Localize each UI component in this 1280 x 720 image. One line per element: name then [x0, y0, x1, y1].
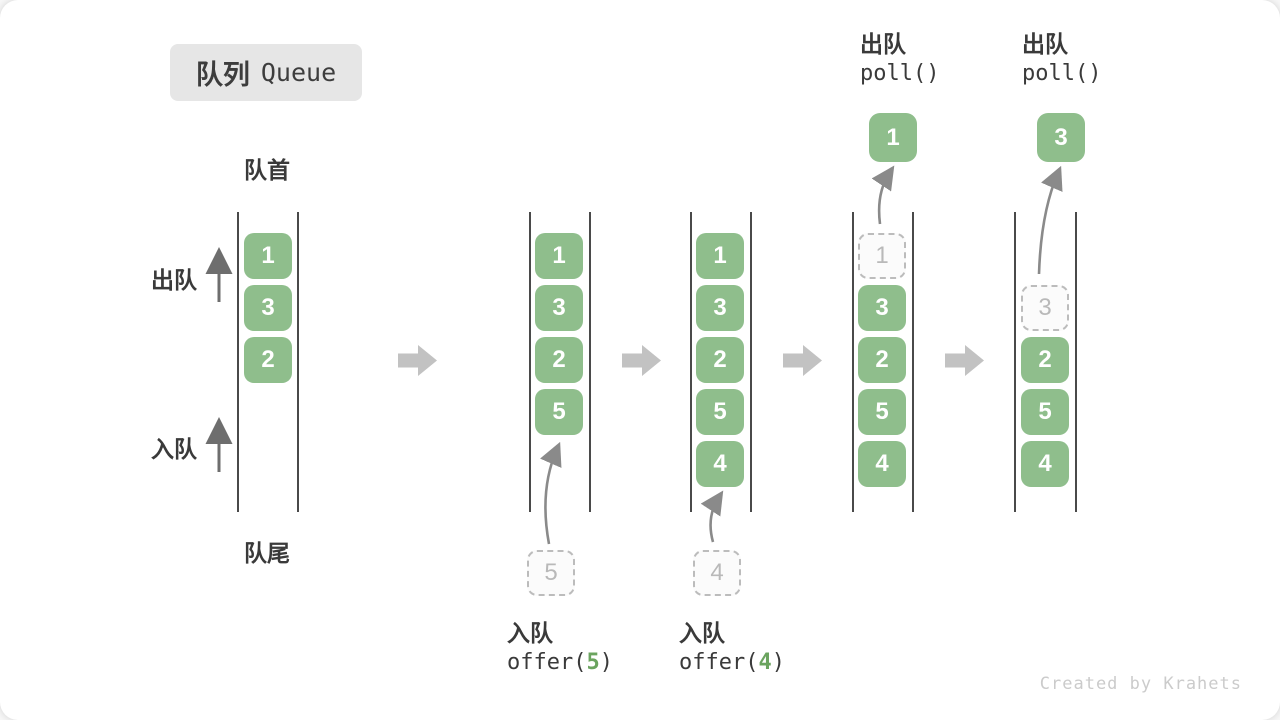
- offer5-code-label: offer(5): [507, 646, 613, 679]
- queue-cell: 3: [535, 285, 583, 331]
- poll3-code-label: poll(): [1022, 61, 1102, 86]
- queue-cell: 1: [696, 233, 744, 279]
- queue5-right-wall: [1075, 212, 1077, 512]
- polled-value: 3: [1037, 113, 1085, 162]
- offer4-operation-label: 入队 offer(4): [679, 620, 785, 679]
- cell-value: 1: [886, 123, 900, 151]
- queue-cell: 2: [1021, 337, 1069, 383]
- pending-enqueue-value: 5: [527, 550, 575, 596]
- queue-cell-removed: 1: [858, 233, 906, 279]
- poll1-zh-label: 出队: [860, 31, 906, 57]
- polled-value: 1: [869, 113, 917, 162]
- cell-value: 4: [713, 450, 727, 477]
- queue-cell: 5: [696, 389, 744, 435]
- enqueue-side-label: 入队: [151, 436, 197, 462]
- pending-enqueue-value: 4: [693, 550, 741, 596]
- poll1-arrow-icon: [871, 165, 895, 225]
- offer4-arrow-icon: [700, 490, 724, 543]
- cell-value: 4: [1038, 450, 1052, 477]
- cell-value: 3: [875, 294, 889, 321]
- queue-cell: 2: [244, 337, 292, 383]
- queue-cell: 3: [696, 285, 744, 331]
- cell-value: 3: [713, 294, 727, 321]
- cell-value: 1: [552, 242, 566, 269]
- cell-value: 2: [261, 346, 275, 373]
- code-close: ): [771, 650, 785, 675]
- code-close: ): [599, 650, 613, 675]
- flow-arrow-icon: [622, 345, 661, 376]
- offer5-arrow-icon: [540, 441, 562, 545]
- code-fn: offer(: [679, 650, 759, 675]
- cell-value: 2: [875, 346, 889, 373]
- cell-value: 5: [552, 398, 566, 425]
- flow-arrow-icon: [398, 345, 437, 376]
- queue-cell: 1: [535, 233, 583, 279]
- flow-arrow-icon: [783, 345, 822, 376]
- cell-value: 2: [713, 346, 727, 373]
- offer5-operation-label: 入队 offer(5): [507, 620, 613, 679]
- code-arg: 4: [758, 650, 772, 675]
- cell-value: 2: [1038, 346, 1052, 373]
- offer5-zh-label: 入队: [507, 620, 553, 646]
- queue-front-label: 队首: [244, 157, 290, 183]
- code-fn: offer(: [507, 650, 587, 675]
- queue2-left-wall: [529, 212, 531, 512]
- queue-rear-label: 队尾: [244, 540, 290, 566]
- queue-cell: 2: [696, 337, 744, 383]
- queue-cell: 1: [244, 233, 292, 279]
- watermark: Created by Krahets: [1039, 674, 1242, 694]
- code-arg: 5: [586, 650, 600, 675]
- queue-cell: 5: [535, 389, 583, 435]
- queue-cell: 4: [1021, 441, 1069, 487]
- poll3-operation-label: 出队 poll(): [1022, 31, 1101, 90]
- queue-cell-removed: 3: [1021, 285, 1069, 331]
- flow-arrow-icon: [945, 345, 984, 376]
- queue-cell: 5: [858, 389, 906, 435]
- cell-value: 3: [1054, 123, 1068, 151]
- queue-cell: 4: [858, 441, 906, 487]
- poll3-zh-label: 出队: [1022, 31, 1068, 57]
- cell-value: 1: [261, 242, 275, 269]
- cell-value: 3: [1038, 294, 1052, 321]
- queue3-left-wall: [690, 212, 692, 512]
- cell-value: 3: [552, 294, 566, 321]
- queue-cell: 3: [244, 285, 292, 331]
- cell-value: 2: [552, 346, 566, 373]
- queue2-right-wall: [589, 212, 591, 512]
- queue3-right-wall: [750, 212, 752, 512]
- cell-value: 1: [875, 242, 889, 269]
- queue1-left-wall: [237, 212, 239, 512]
- poll1-operation-label: 出队 poll(): [860, 31, 939, 90]
- title-zh: 队列: [195, 60, 250, 90]
- title-en: Queue: [260, 58, 337, 87]
- poll1-code-label: poll(): [860, 61, 940, 86]
- offer4-zh-label: 入队: [679, 620, 725, 646]
- queue-cell: 4: [696, 441, 744, 487]
- queue5-left-wall: [1014, 212, 1016, 512]
- cell-value: 5: [544, 559, 558, 586]
- dequeue-side-label: 出队: [151, 267, 197, 293]
- offer4-code-label: offer(4): [679, 646, 785, 679]
- queue4-right-wall: [912, 212, 914, 512]
- title-badge: 队列 Queue: [170, 44, 362, 101]
- queue-cell: 5: [1021, 389, 1069, 435]
- queue-cell: 3: [858, 285, 906, 331]
- cell-value: 4: [710, 559, 724, 586]
- cell-value: 5: [713, 398, 727, 425]
- cell-value: 1: [713, 242, 727, 269]
- queue-cell: 2: [858, 337, 906, 383]
- queue4-left-wall: [852, 212, 854, 512]
- poll3-arrow-icon: [1037, 165, 1063, 275]
- cell-value: 3: [261, 294, 275, 321]
- cell-value: 4: [875, 450, 889, 477]
- cell-value: 5: [875, 398, 889, 425]
- queue-cell: 2: [535, 337, 583, 383]
- queue1-right-wall: [297, 212, 299, 512]
- cell-value: 5: [1038, 398, 1052, 425]
